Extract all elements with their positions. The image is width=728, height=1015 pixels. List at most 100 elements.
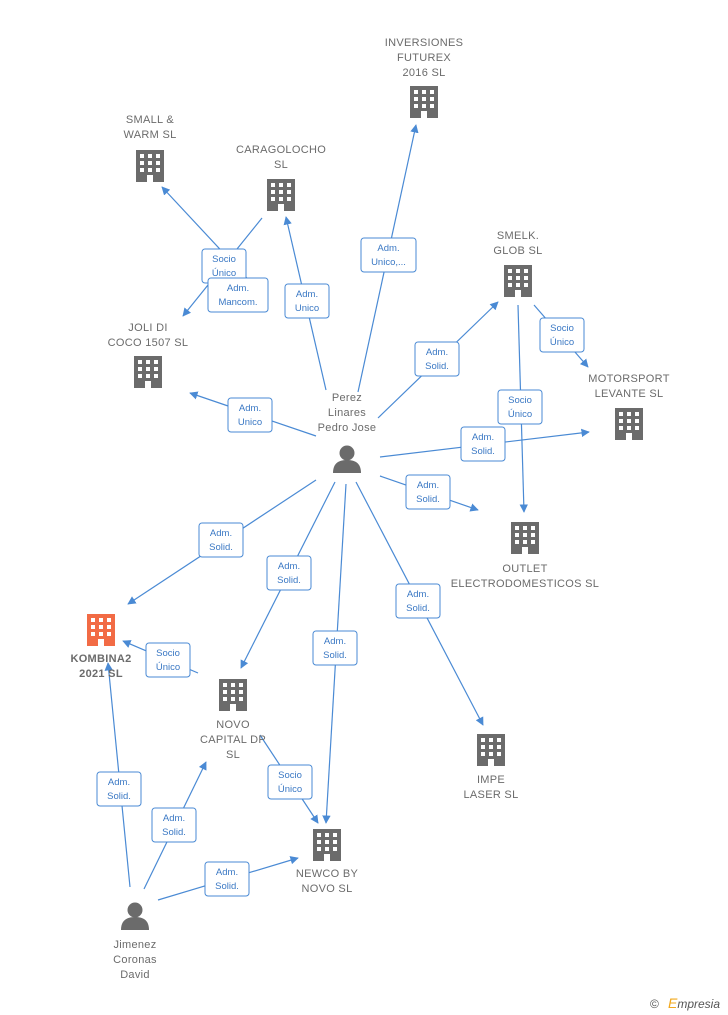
node-label: Perez <box>332 392 362 404</box>
relation-label-text: Solid. <box>215 881 239 892</box>
brand-initial: E <box>668 995 678 1011</box>
company-node-small[interactable]: SMALL &WARM SL <box>123 114 176 182</box>
relation-label-box <box>198 522 244 558</box>
node-label: JOLI DI <box>128 322 167 334</box>
relation-label-text: Adm. <box>227 283 249 294</box>
relation-label-box <box>395 583 441 619</box>
relation-label-e19[interactable]: Adm. Solid. <box>204 861 250 897</box>
relation-label-box <box>284 283 330 319</box>
building-icon <box>410 86 438 118</box>
relation-label-text: Adm. <box>472 432 494 443</box>
company-node-impe[interactable]: IMPE LASER SL <box>464 734 519 801</box>
node-label: MOTORSPORT <box>588 373 669 385</box>
relation-label-e5[interactable]: Adm.Solid. <box>414 341 460 377</box>
node-label: Pedro Jose <box>318 422 377 434</box>
relation-label-text: Adm. <box>210 528 232 539</box>
node-label: COCO 1507 SL <box>108 337 189 349</box>
node-label: LEVANTE SL <box>595 388 664 400</box>
company-node-motorsport[interactable]: MOTORSPORT LEVANTE SL <box>588 373 669 440</box>
building-icon <box>267 179 295 211</box>
relation-label-text: Único <box>212 268 236 279</box>
node-label: IMPE <box>477 774 505 786</box>
company-node-joli[interactable]: JOLI DI COCO 1507 SL <box>108 322 189 388</box>
relation-label-box <box>267 764 313 800</box>
relation-label-text: Adm. <box>324 636 346 647</box>
footer: © Empresia <box>650 995 720 1011</box>
building-icon <box>87 614 115 646</box>
building-icon <box>219 679 247 711</box>
node-label: LASER SL <box>464 789 519 801</box>
relation-label-text: Único <box>156 662 180 673</box>
relation-label-text: Adm. <box>296 289 318 300</box>
relation-label-text: Único <box>278 784 302 795</box>
relation-label-box <box>266 555 312 591</box>
relation-label-e15[interactable]: Adm. Solid. <box>395 583 441 619</box>
relation-label-text: Mancom. <box>218 297 257 308</box>
relation-label-text: Socio <box>156 648 180 659</box>
node-label: SL <box>274 159 288 171</box>
relation-label-box <box>312 630 358 666</box>
node-label: SMELK. <box>497 230 539 242</box>
node-label: OUTLET <box>502 563 547 575</box>
relation-label-e7[interactable]: Adm. Unico <box>227 397 273 433</box>
building-icon <box>136 150 164 182</box>
relation-label-text: Solid. <box>162 827 186 838</box>
relation-label-text: Unico <box>238 417 262 428</box>
relation-label-e10[interactable]: Adm.Solid. <box>405 474 451 510</box>
relation-label-e9[interactable]: Adm. Solid. <box>460 426 506 462</box>
relation-label-box <box>460 426 506 462</box>
relation-label-text: Único <box>508 409 532 420</box>
node-label: 2021 SL <box>79 668 123 680</box>
relation-label-box <box>96 771 142 807</box>
node-label: WARM SL <box>123 129 176 141</box>
building-icon <box>504 265 532 297</box>
node-label: KOMBINA2 <box>70 653 131 665</box>
relation-label-text: Solid. <box>416 494 440 505</box>
relation-label-e11[interactable]: Adm.Solid. <box>198 522 244 558</box>
relation-label-e3[interactable]: Adm. Mancom. <box>207 277 269 313</box>
relation-label-e14[interactable]: Adm.Solid. <box>312 630 358 666</box>
node-label: Jimenez <box>113 939 156 951</box>
brand-rest: mpresia <box>677 997 720 1011</box>
brand-logo[interactable]: Empresia <box>668 995 720 1011</box>
node-label: INVERSIONES <box>385 37 464 49</box>
relation-label-text: Adm. <box>407 589 429 600</box>
relation-label-text: Solid. <box>277 575 301 586</box>
relation-label-text: Solid. <box>471 446 495 457</box>
relation-label-box <box>414 341 460 377</box>
relation-label-text: Adm. <box>216 867 238 878</box>
relation-label-text: Solid. <box>107 791 131 802</box>
node-label: ELECTRODOMESTICOS SL <box>451 578 599 590</box>
relation-label-e1[interactable]: Adm.Unico,... <box>360 237 417 273</box>
company-node-kombina[interactable]: KOMBINA2 2021 SL <box>70 614 131 680</box>
relation-label-box <box>227 397 273 433</box>
relation-label-text: Socio <box>550 323 574 334</box>
company-node-smelk[interactable]: SMELK. GLOB SL <box>493 230 542 297</box>
relation-label-text: Adm. <box>239 403 261 414</box>
relation-label-e4[interactable]: Adm.Unico <box>284 283 330 319</box>
node-label: NEWCO BY <box>296 868 359 880</box>
relation-label-box <box>151 807 197 843</box>
node-label: 2016 SL <box>402 67 445 79</box>
company-node-outlet[interactable]: OUTLET ELECTRODOMESTICOS SL <box>451 522 599 590</box>
relation-label-text: Unico,... <box>371 257 406 268</box>
relation-label-text: Solid. <box>406 603 430 614</box>
person-icon <box>121 902 149 930</box>
relation-label-e16[interactable]: Adm.Solid. <box>96 771 142 807</box>
relation-label-e18[interactable]: Adm.Solid. <box>151 807 197 843</box>
copyright-symbol: © <box>650 997 659 1011</box>
node-label: GLOB SL <box>493 245 542 257</box>
relation-label-text: Socio <box>212 254 236 265</box>
relation-label-e12[interactable]: Adm.Solid. <box>266 555 312 591</box>
